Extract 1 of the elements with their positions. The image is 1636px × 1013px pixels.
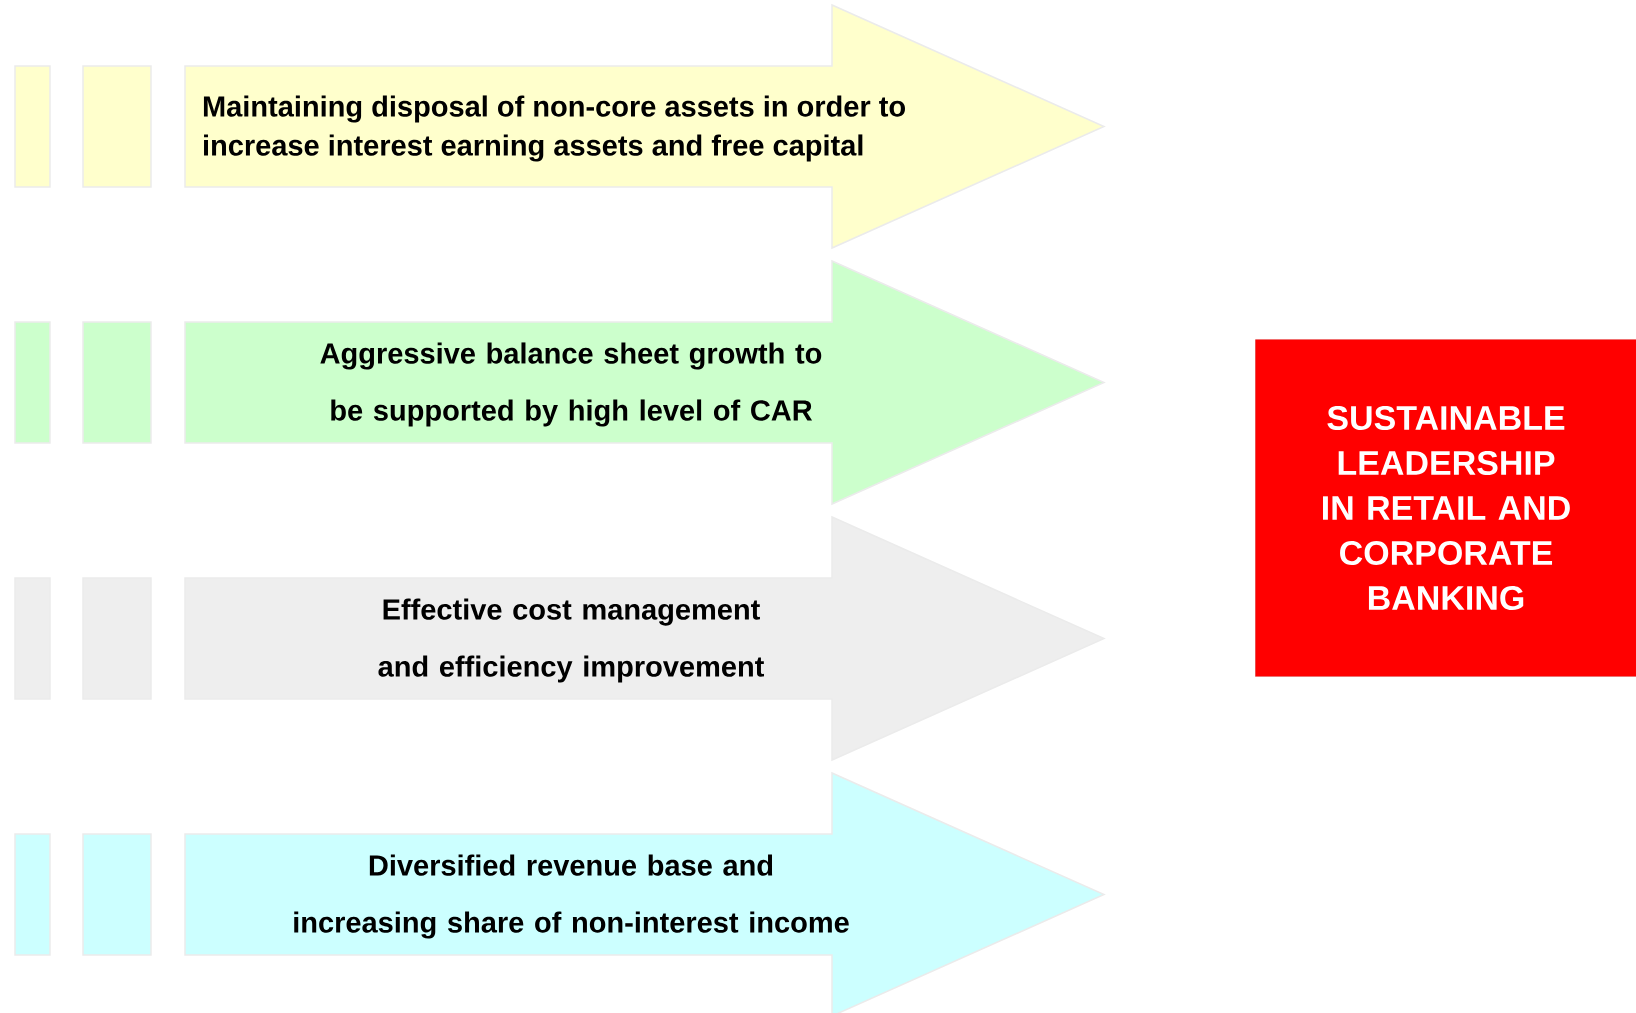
goal-box: SUSTAINABLE LEADERSHIP IN RETAIL AND CORPORATE BANKING — [1255, 339, 1636, 677]
